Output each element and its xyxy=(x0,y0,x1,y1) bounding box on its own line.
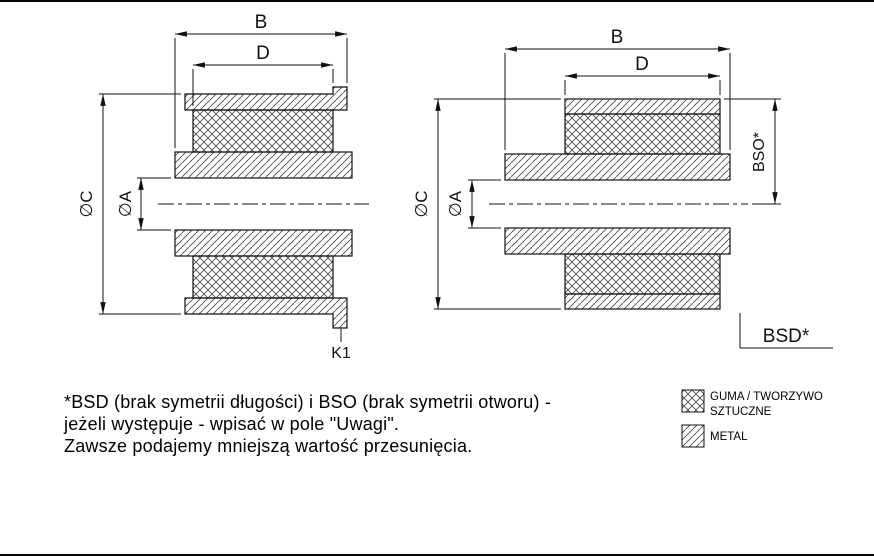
bsd-label: BSD* xyxy=(763,326,810,347)
right-dim-c-label: ∅C xyxy=(412,190,431,217)
legend: GUMA / TWORZYWO SZTUCZNE METAL xyxy=(681,389,823,448)
left-rubber-top xyxy=(192,109,334,153)
left-view xyxy=(158,86,369,329)
right-dim-a-label: ∅A xyxy=(446,190,465,217)
legend-rubber-label-line1: GUMA / TWORZYWO xyxy=(710,391,823,403)
left-dim-b-label: B xyxy=(255,12,268,33)
note-line-1: *BSD (brak symetrii długości) i BSO (bra… xyxy=(64,392,551,412)
note-line-3: Zawsze podajemy mniejszą wartość przesun… xyxy=(64,436,472,456)
right-inner-sleeve-bottom xyxy=(504,227,731,255)
legend-rubber-swatch xyxy=(681,389,705,413)
legend-rubber-label-line2: SZTUCZNE xyxy=(710,406,772,418)
left-dim-c-label: ∅C xyxy=(77,190,96,217)
left-outer-sleeve-bottom xyxy=(184,297,348,329)
left-inner-sleeve-bottom xyxy=(174,229,353,257)
k1-label: K1 xyxy=(331,345,351,362)
notes-block: *BSD (brak symetrii długości) i BSO (bra… xyxy=(63,392,551,456)
left-dim-a-label: ∅A xyxy=(116,190,135,217)
bso-label: BSO* xyxy=(751,132,768,172)
right-dim-d-label: D xyxy=(635,54,649,75)
left-dim-d-label: D xyxy=(256,43,270,64)
right-rubber-bottom xyxy=(564,253,721,295)
right-inner-sleeve-top xyxy=(504,153,731,181)
left-outer-sleeve-top xyxy=(184,86,348,111)
right-outer-sleeve-bottom xyxy=(564,293,721,310)
left-rubber-bottom xyxy=(192,255,334,299)
right-rubber-top xyxy=(564,113,721,155)
left-view-dimensions xyxy=(99,31,348,342)
right-dim-b-label: B xyxy=(611,27,624,48)
right-outer-sleeve-top xyxy=(564,98,721,115)
right-view xyxy=(489,98,748,310)
note-line-2: jeżeli występuje - wpisać w pole "Uwagi"… xyxy=(63,414,399,434)
left-inner-sleeve-top xyxy=(174,151,353,179)
right-view-dimensions xyxy=(434,46,833,349)
legend-metal-label: METAL xyxy=(710,431,748,443)
legend-metal-swatch xyxy=(681,424,705,448)
